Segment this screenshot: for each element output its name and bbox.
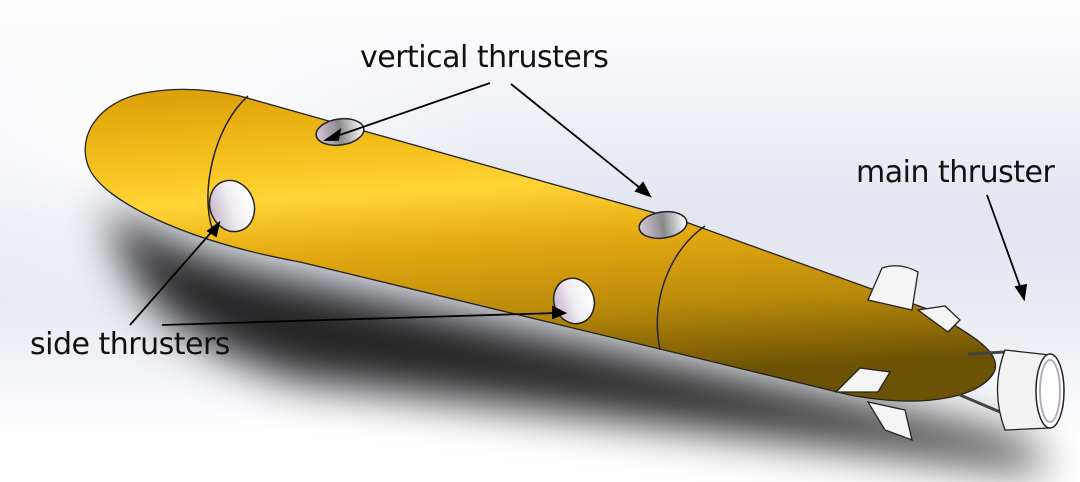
main-thruster <box>959 349 1065 431</box>
hull-seam-rear <box>656 225 706 351</box>
label-side-thrusters: side thrusters <box>30 327 230 362</box>
callout-arrows <box>129 82 1028 326</box>
tail-fins <box>834 265 961 442</box>
side-thruster-front <box>208 179 256 233</box>
label-main-thruster: main thruster <box>856 155 1055 190</box>
label-vertical-thrusters: vertical thrusters <box>360 40 609 75</box>
hull-shadow <box>110 205 1044 470</box>
hull-seam-front <box>207 95 249 229</box>
hull <box>84 88 997 402</box>
vertical-thruster-rear <box>638 210 688 240</box>
